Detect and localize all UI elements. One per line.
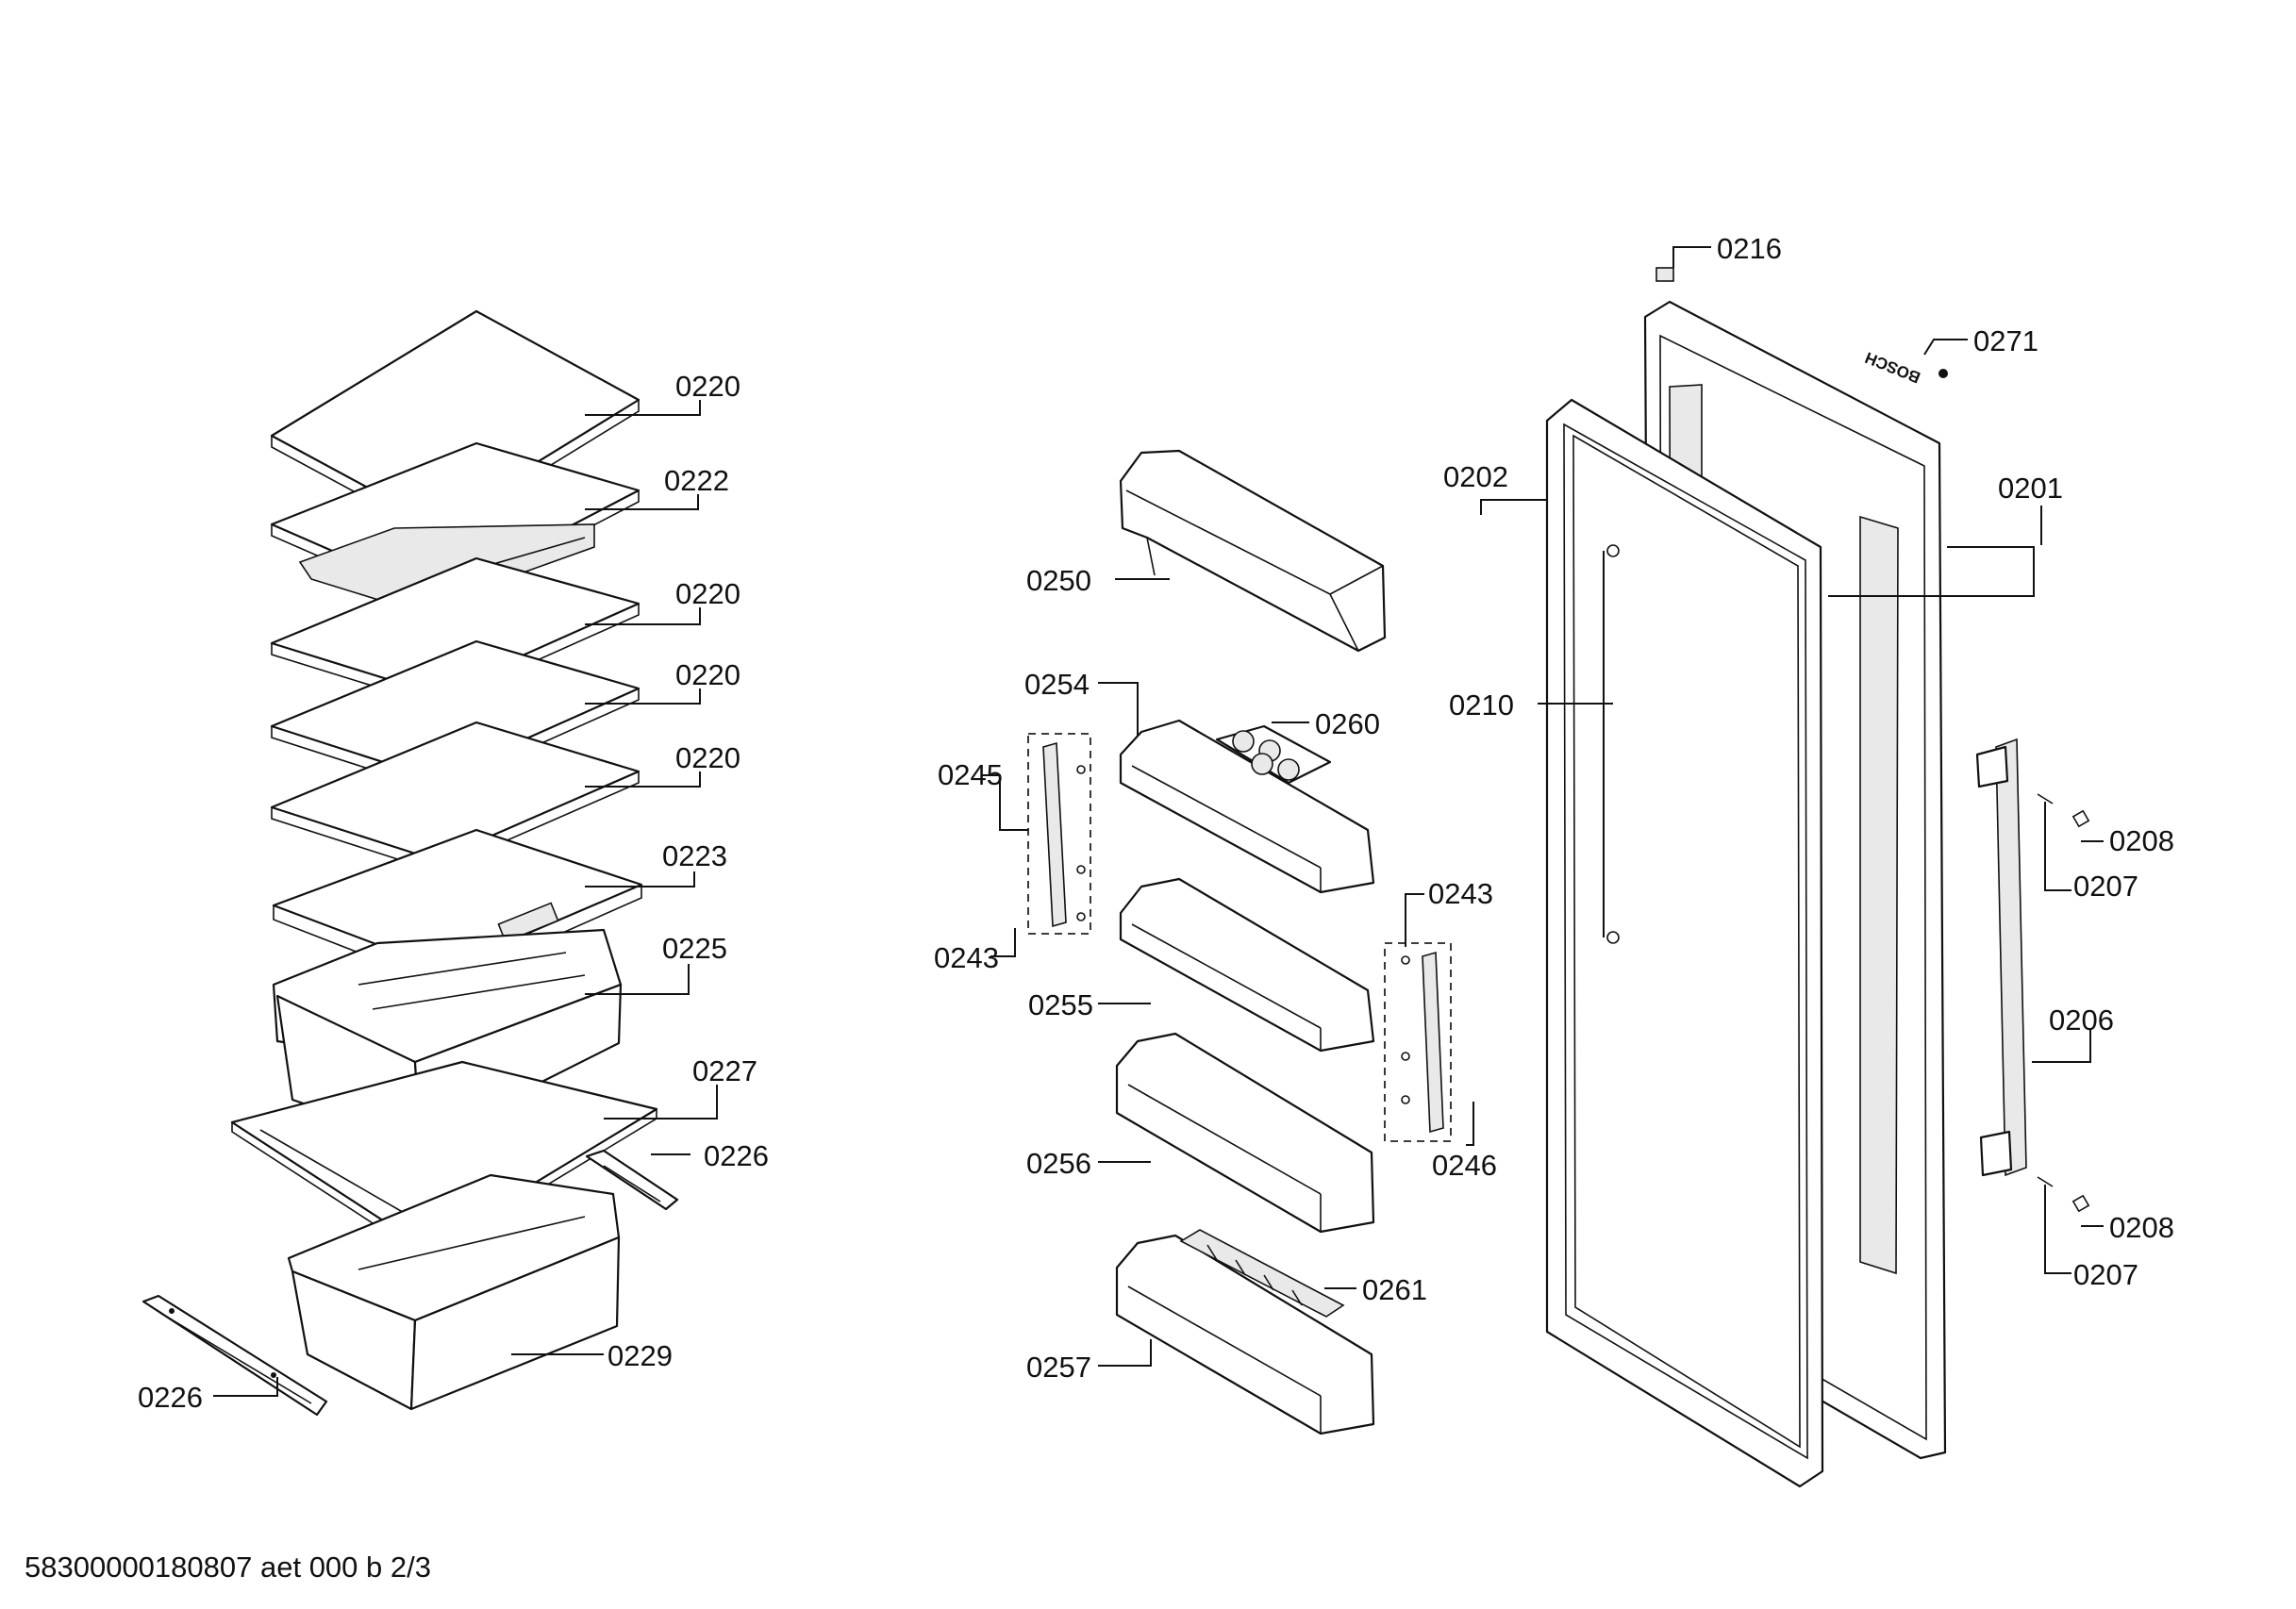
rail-0226-right bbox=[585, 1149, 679, 1211]
callout-labels: 0220 0222 0220 0220 0220 0223 0225 0227 … bbox=[138, 232, 2174, 1414]
pins-0210 bbox=[1606, 544, 1620, 944]
callout-0220-a: 0220 bbox=[675, 370, 740, 403]
bin-0255 bbox=[1119, 877, 1375, 1053]
callout-0216: 0216 bbox=[1717, 232, 1782, 265]
callout-0229: 0229 bbox=[607, 1339, 673, 1372]
bin-0256 bbox=[1115, 1032, 1375, 1234]
callout-0226-a: 0226 bbox=[704, 1139, 769, 1172]
callout-0227: 0227 bbox=[692, 1054, 757, 1087]
logo: BOSCH bbox=[1862, 348, 1922, 387]
callout-0208-b: 0208 bbox=[2109, 1211, 2174, 1244]
callout-0222: 0222 bbox=[664, 464, 729, 497]
door-cap-0216 bbox=[1655, 267, 1674, 282]
bin-0254 bbox=[1119, 719, 1375, 894]
callout-0207-b: 0207 bbox=[2073, 1258, 2138, 1291]
callout-0250: 0250 bbox=[1026, 564, 1091, 597]
bracket-0245 bbox=[1027, 733, 1091, 935]
callout-0243-b: 0243 bbox=[1428, 877, 1493, 910]
callout-0255: 0255 bbox=[1028, 988, 1093, 1021]
rail-0226-left bbox=[141, 1294, 328, 1417]
door-gasket-0202 bbox=[1545, 398, 1824, 1488]
callout-0202: 0202 bbox=[1443, 460, 1508, 493]
bottle-holder-0261 bbox=[1179, 1229, 1345, 1318]
callout-0226-b: 0226 bbox=[138, 1381, 203, 1414]
logo-emblem bbox=[1938, 369, 1948, 378]
callout-0220-b: 0220 bbox=[675, 577, 740, 610]
callout-0254: 0254 bbox=[1024, 668, 1090, 701]
callout-0208-a: 0208 bbox=[2109, 824, 2174, 857]
callout-0210: 0210 bbox=[1449, 688, 1514, 722]
bin-0250 bbox=[1119, 449, 1387, 653]
callout-0223: 0223 bbox=[662, 839, 727, 872]
callout-0207-a: 0207 bbox=[2073, 870, 2138, 903]
handle-0206 bbox=[1975, 738, 2027, 1177]
callout-0225: 0225 bbox=[662, 932, 727, 965]
callout-0260: 0260 bbox=[1315, 707, 1380, 740]
callout-0256: 0256 bbox=[1026, 1147, 1091, 1180]
callout-0243-a: 0243 bbox=[934, 941, 999, 974]
bracket-0246 bbox=[1384, 942, 1452, 1142]
egg-tray-0260 bbox=[1215, 724, 1332, 785]
screws-0207-0208 bbox=[2037, 793, 2090, 1213]
callout-0206: 0206 bbox=[2049, 1004, 2114, 1037]
callout-0220-c: 0220 bbox=[675, 658, 740, 691]
callout-0257: 0257 bbox=[1026, 1351, 1091, 1384]
bin-0257 bbox=[1115, 1234, 1375, 1435]
callout-0271: 0271 bbox=[1973, 324, 2038, 357]
callout-0245: 0245 bbox=[938, 758, 1003, 791]
shelf-0222-with-holder bbox=[270, 441, 641, 612]
callout-0261: 0261 bbox=[1362, 1273, 1427, 1306]
callout-0201: 0201 bbox=[1998, 472, 2063, 505]
drawer-0229 bbox=[287, 1173, 621, 1411]
leader-lines bbox=[213, 246, 2104, 1397]
callout-0246: 0246 bbox=[1432, 1149, 1497, 1182]
drawing-reference: 58300000180807 aet 000 b 2/3 bbox=[25, 1551, 431, 1584]
callout-0220-d: 0220 bbox=[675, 741, 740, 774]
